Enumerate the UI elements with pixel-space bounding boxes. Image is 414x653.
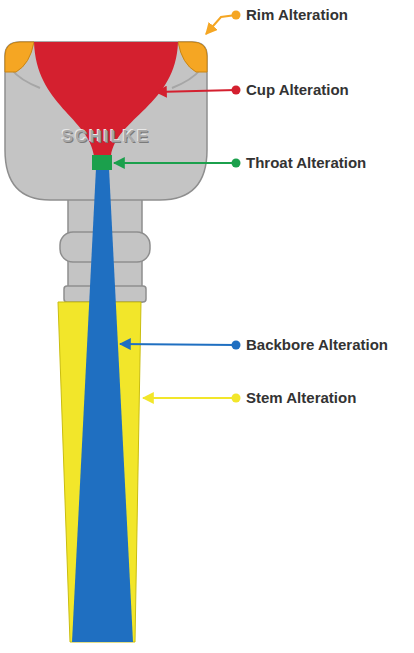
- backbore: [72, 168, 133, 642]
- part-label: Stem Alteration: [246, 389, 356, 407]
- leader-lines: [114, 11, 241, 403]
- throat: [92, 155, 112, 170]
- part-label: Backbore Alteration: [246, 336, 388, 354]
- part-label: Rim Alteration: [246, 6, 348, 24]
- part-label: Cup Alteration: [246, 81, 349, 99]
- rim-left: [5, 42, 34, 72]
- brand-engraving: SCHILKE: [62, 127, 151, 147]
- rim-right: [178, 42, 207, 72]
- cup: [34, 42, 178, 156]
- part-label: Throat Alteration: [246, 154, 366, 172]
